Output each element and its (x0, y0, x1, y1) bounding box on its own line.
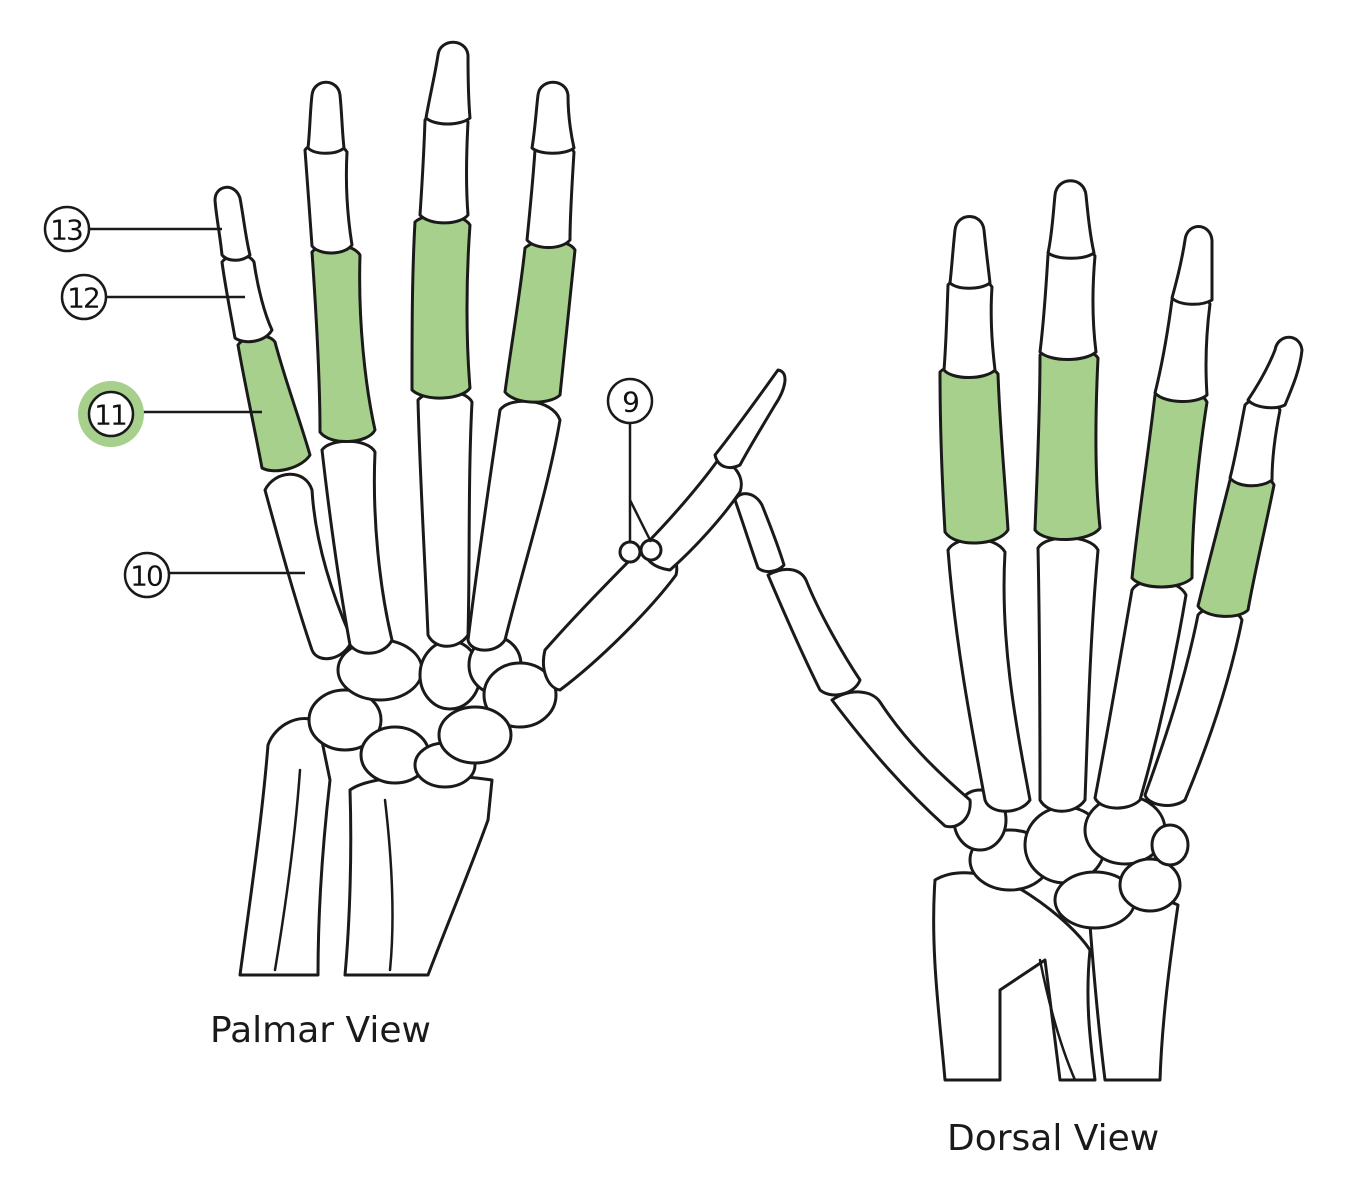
label-13: 13 (43, 205, 222, 253)
dorsal-metacarpals (946, 536, 1244, 813)
dorsal-middle-phalanges (942, 244, 1282, 488)
label-9: 9 (606, 377, 654, 543)
palmar-distal-phalanges (213, 40, 787, 469)
palmar-proximal-phalanges (236, 213, 743, 572)
dorsal-distal-phalanges (948, 179, 1304, 410)
dorsal-thumb (733, 492, 972, 829)
label-13-number: 13 (50, 214, 82, 247)
caption-dorsal-view: Dorsal View (947, 1118, 1160, 1159)
label-12-number: 12 (67, 282, 99, 315)
palmar-hand (213, 40, 787, 977)
dorsal-forearm (932, 871, 1180, 1082)
label-12: 12 (60, 273, 245, 321)
label-11-number: 11 (94, 399, 126, 432)
label-10-number: 10 (130, 560, 162, 593)
caption-palmar-view: Palmar View (210, 1010, 431, 1051)
palmar-middle-phalanges (220, 109, 576, 344)
palmar-metacarpals (263, 389, 679, 692)
label-11: 11 (78, 381, 262, 447)
palmar-carpals (307, 635, 558, 789)
dorsal-hand (733, 179, 1304, 1082)
palmar-forearm (238, 717, 494, 977)
label-10: 10 (123, 551, 305, 599)
label-9-number: 9 (622, 386, 638, 419)
